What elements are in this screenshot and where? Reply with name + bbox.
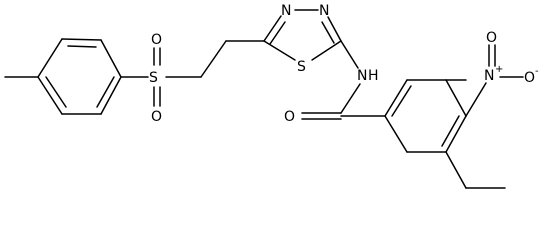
double-bond	[269, 21, 286, 45]
bond	[37, 38, 63, 78]
double-bond-inner	[391, 85, 412, 117]
nitro-n-charge: +	[495, 64, 503, 75]
thiadiazole-s-atom: S	[297, 59, 306, 75]
methyl-bond	[445, 151, 467, 189]
bond	[466, 116, 487, 152]
thiadiazole-n-right-atom: N	[319, 3, 329, 19]
sulfonyl-o-top-atom: O	[151, 32, 162, 48]
nitro-o-charge: -	[535, 66, 539, 77]
bond	[311, 40, 342, 61]
bond	[263, 40, 296, 61]
bond	[200, 40, 227, 78]
double-bond-inner	[45, 76, 67, 108]
bond	[100, 76, 122, 115]
bond	[445, 115, 467, 153]
nitro-n-atom: N	[484, 68, 494, 84]
double-bond-inner	[67, 45, 97, 48]
nitro-bond	[465, 82, 487, 117]
thiadiazole-n-left-atom: N	[281, 3, 291, 19]
thiadiazole-ring: N N S	[263, 3, 342, 75]
nitro-o-top-atom: O	[486, 30, 497, 46]
bond	[61, 38, 102, 41]
bond	[384, 115, 408, 153]
bond	[340, 83, 361, 114]
bond	[37, 76, 63, 115]
molecule-drawing: S O O N N S N H O	[4, 3, 539, 189]
double-bond-inner	[441, 115, 460, 147]
bond	[445, 79, 467, 117]
nitro-o-right-atom: O	[524, 70, 535, 86]
sulfonyl-s-atom: S	[149, 70, 158, 86]
double-bond	[327, 16, 342, 42]
tolyl-ring	[37, 38, 122, 115]
amide-o-atom: O	[284, 109, 295, 125]
double-bond	[263, 15, 282, 42]
double-bond	[321, 21, 335, 44]
bond	[100, 39, 122, 78]
bond	[340, 40, 359, 69]
sulfonyl-o-bottom-atom: O	[151, 109, 162, 125]
bond	[384, 79, 408, 117]
double-bond-inner	[96, 76, 115, 108]
benzoyl-ring	[384, 79, 467, 153]
amide-n-atom: N	[357, 68, 367, 84]
chemical-structure-diagram: S O O N N S N H O	[4, 3, 539, 189]
amide-h-atom: H	[368, 68, 379, 84]
double-bond-inner	[411, 86, 442, 146]
